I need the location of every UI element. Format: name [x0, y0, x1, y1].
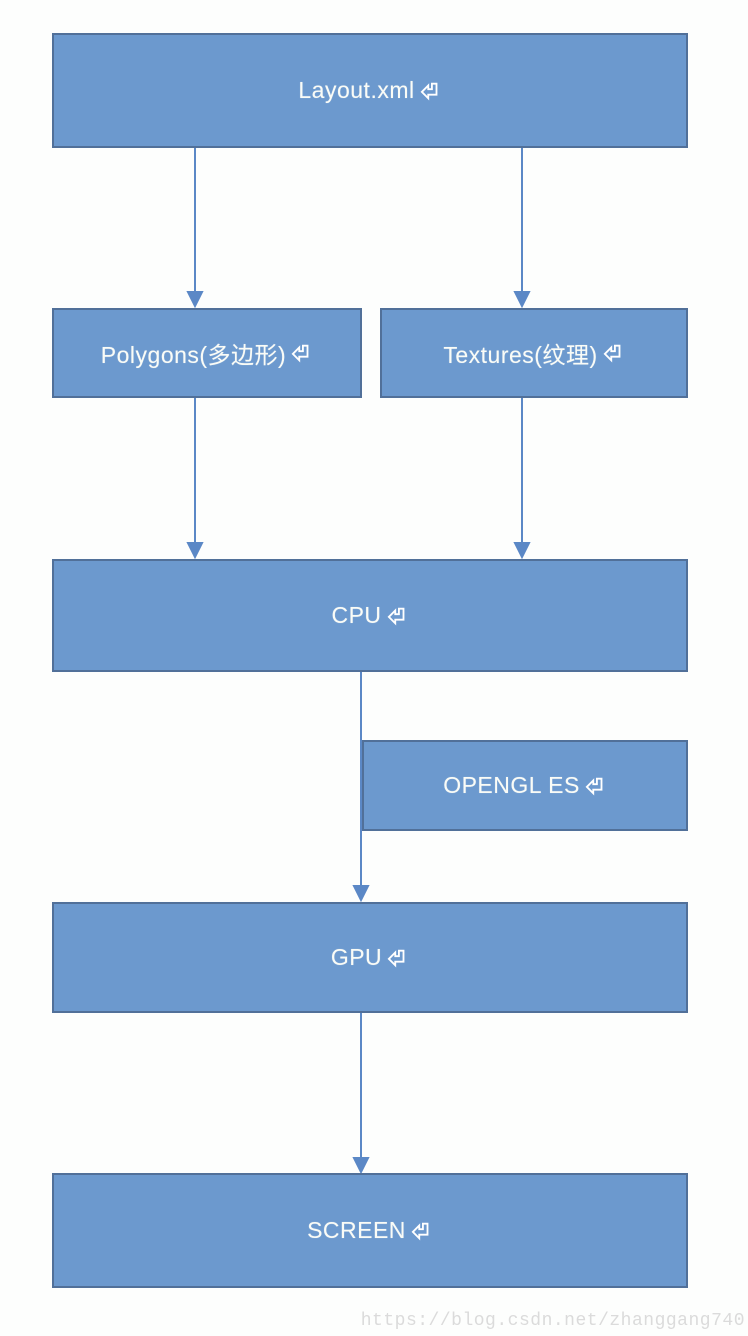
node-polygons: Polygons(多边形) [52, 308, 362, 398]
arrowhead-polygons-to-cpu [186, 542, 204, 560]
arrowhead-cpu-to-gpu [352, 885, 370, 903]
return-mark-icon [387, 947, 409, 969]
node-polygons-label: Polygons(多边形) [100, 342, 287, 368]
return-mark-icon [291, 342, 313, 364]
node-screen-label: SCREEN [307, 1217, 406, 1243]
return-mark-icon [411, 1220, 433, 1242]
node-textures-label: Textures(纹理) [443, 342, 598, 368]
node-gpu: GPU [52, 902, 688, 1013]
return-mark-icon [603, 342, 625, 364]
arrowhead-textures-to-cpu [513, 542, 531, 560]
node-opengl-es-label: OPENGL ES [443, 772, 580, 798]
node-cpu-label: CPU [331, 602, 382, 628]
return-mark-icon [387, 605, 409, 627]
arrowhead-layout-to-polygons [186, 291, 204, 309]
return-mark-icon [420, 80, 442, 102]
node-screen: SCREEN [52, 1173, 688, 1288]
node-layout-xml-label: Layout.xml [298, 77, 415, 103]
node-textures: Textures(纹理) [380, 308, 688, 398]
node-cpu: CPU [52, 559, 688, 672]
watermark: https://blog.csdn.net/zhanggang740 [360, 1311, 745, 1331]
node-gpu-label: GPU [330, 944, 383, 970]
return-mark-icon [585, 775, 607, 797]
arrowhead-gpu-to-screen [352, 1157, 370, 1175]
node-layout-xml: Layout.xml [52, 33, 688, 148]
arrowhead-layout-to-textures [513, 291, 531, 309]
node-opengl-es: OPENGL ES [362, 740, 688, 831]
